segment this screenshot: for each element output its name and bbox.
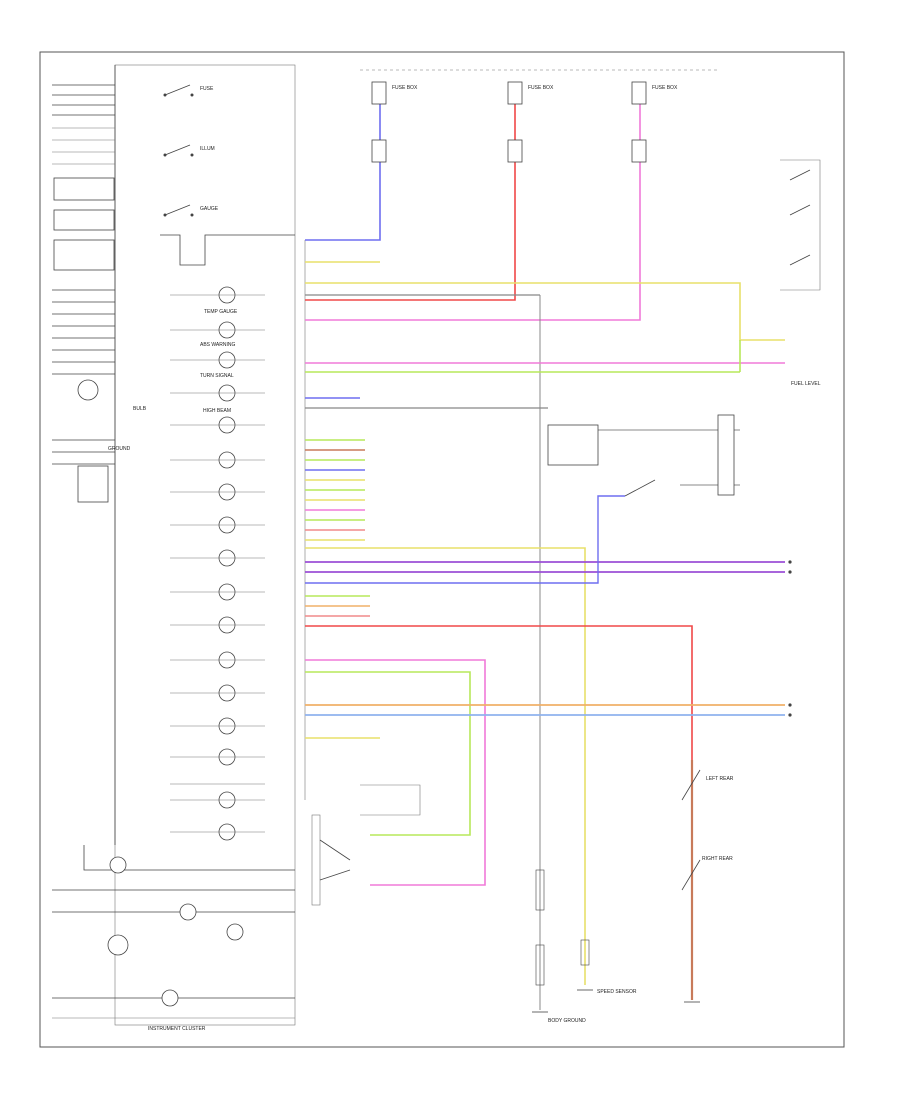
diagram-labels: FUSE ILLUM GAUGE TEMP GAUGE ABS WARNING …: [108, 85, 821, 1032]
label-fuel-level: FUEL LEVEL: [791, 381, 821, 387]
label-left-rear: LEFT REAR: [706, 776, 734, 782]
label-ground: GROUND: [108, 446, 131, 452]
left-module-4: [77, 465, 109, 503]
label-right-rear: RIGHT REAR: [702, 856, 733, 862]
label-speed-sensor: SPEED SENSOR: [597, 989, 637, 995]
label-instrument-cluster: INSTRUMENT CLUSTER: [148, 1026, 206, 1032]
label-abs-warning: ABS WARNING: [200, 342, 235, 348]
instrument-cluster-block: [52, 64, 296, 1026]
label-fuse-box-3: FUSE BOX: [652, 85, 678, 91]
ignition-switch: [311, 784, 421, 906]
label-bulb: BULB: [133, 406, 147, 412]
label-fuse-box-2: FUSE BOX: [528, 85, 554, 91]
colored-wires: [305, 100, 785, 1010]
indicator-lamps: [170, 286, 265, 841]
diagram-frame: [39, 51, 845, 1048]
bottom-gauges: [52, 845, 295, 1019]
label-fuse-box-1: FUSE BOX: [392, 85, 418, 91]
label-body-ground: BODY GROUND: [548, 1018, 586, 1024]
cluster-switches: [160, 84, 295, 266]
label-temp-gauge: TEMP GAUGE: [204, 309, 238, 315]
left-module-2: [53, 209, 115, 231]
label-illum: ILLUM: [200, 146, 215, 152]
label-fuse-top: FUSE: [200, 86, 214, 92]
left-module-3: [53, 239, 115, 271]
left-module-1: [53, 177, 115, 201]
left-lamp-1: [77, 379, 99, 401]
label-high-beam: HIGH BEAM: [203, 408, 231, 414]
fuse-boxes-top: [360, 69, 720, 163]
right-components: [532, 159, 821, 1013]
cluster-input-stubs: [52, 84, 115, 465]
label-gauge: GAUGE: [200, 206, 219, 212]
label-turn-signal: TURN SIGNAL: [200, 373, 234, 379]
